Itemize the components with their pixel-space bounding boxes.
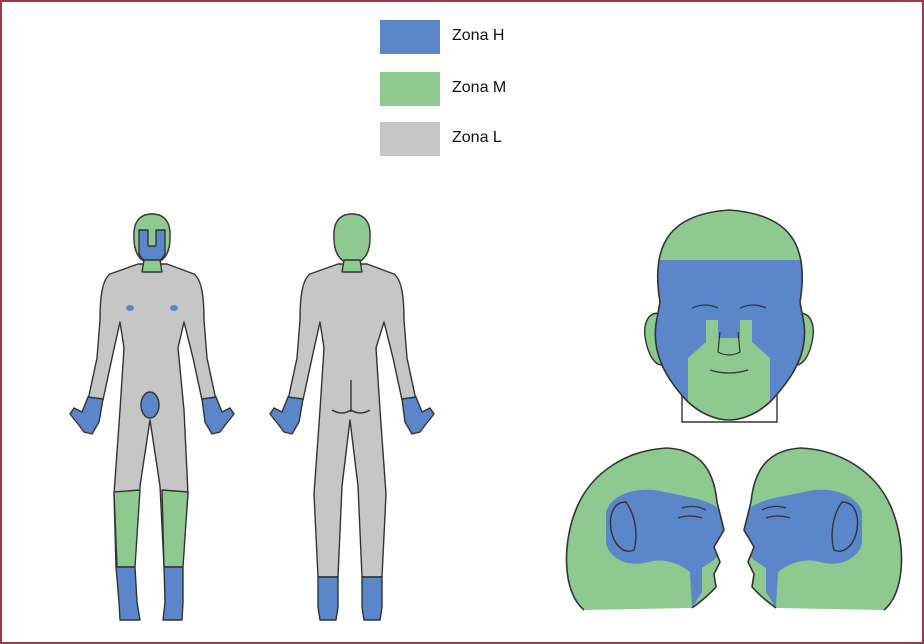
head-side-right xyxy=(737,442,912,617)
body-back-foot-left xyxy=(318,577,338,620)
body-back-hand-right xyxy=(402,397,434,434)
body-front-foot-left xyxy=(116,567,140,620)
body-front-nipple-left xyxy=(126,305,134,311)
body-front-neck xyxy=(142,260,162,272)
body-back-torso xyxy=(288,264,416,577)
body-back-head xyxy=(334,214,370,264)
head-side-left xyxy=(557,442,732,617)
body-front-shins xyxy=(114,490,188,567)
body-front-nipple-right xyxy=(170,305,178,311)
body-front-hand-right xyxy=(202,397,234,434)
body-front-groin xyxy=(141,392,159,418)
head-front xyxy=(642,202,822,432)
body-front-hand-left xyxy=(70,397,103,434)
body-back-foot-right xyxy=(362,577,382,620)
body-back-hand-left xyxy=(270,397,303,434)
body-front-foot-right xyxy=(163,567,183,620)
body-back xyxy=(270,214,434,620)
body-front xyxy=(70,214,234,620)
body-back-neck xyxy=(342,260,362,272)
